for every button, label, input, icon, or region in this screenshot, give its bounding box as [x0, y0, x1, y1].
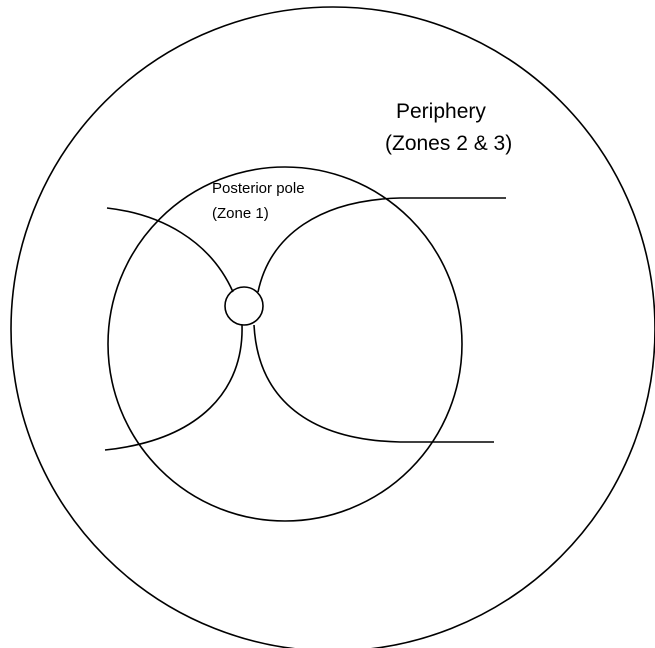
inner-circle-posterior-pole: [107, 166, 463, 522]
outer-circle-periphery: [10, 6, 655, 648]
posterior-pole-zone-label: (Zone 1): [212, 205, 269, 222]
vessel-arc-upper-right: [257, 197, 506, 293]
vessel-arc-lower-right: [253, 324, 494, 443]
vessel-arc-upper-left: [106, 207, 234, 293]
periphery-zones-label: (Zones 2 & 3): [385, 132, 512, 155]
optic-disc: [224, 286, 264, 326]
posterior-pole-label: Posterior pole: [212, 180, 305, 197]
periphery-label: Periphery: [396, 100, 486, 123]
vessel-arc-lower-left: [104, 324, 243, 451]
